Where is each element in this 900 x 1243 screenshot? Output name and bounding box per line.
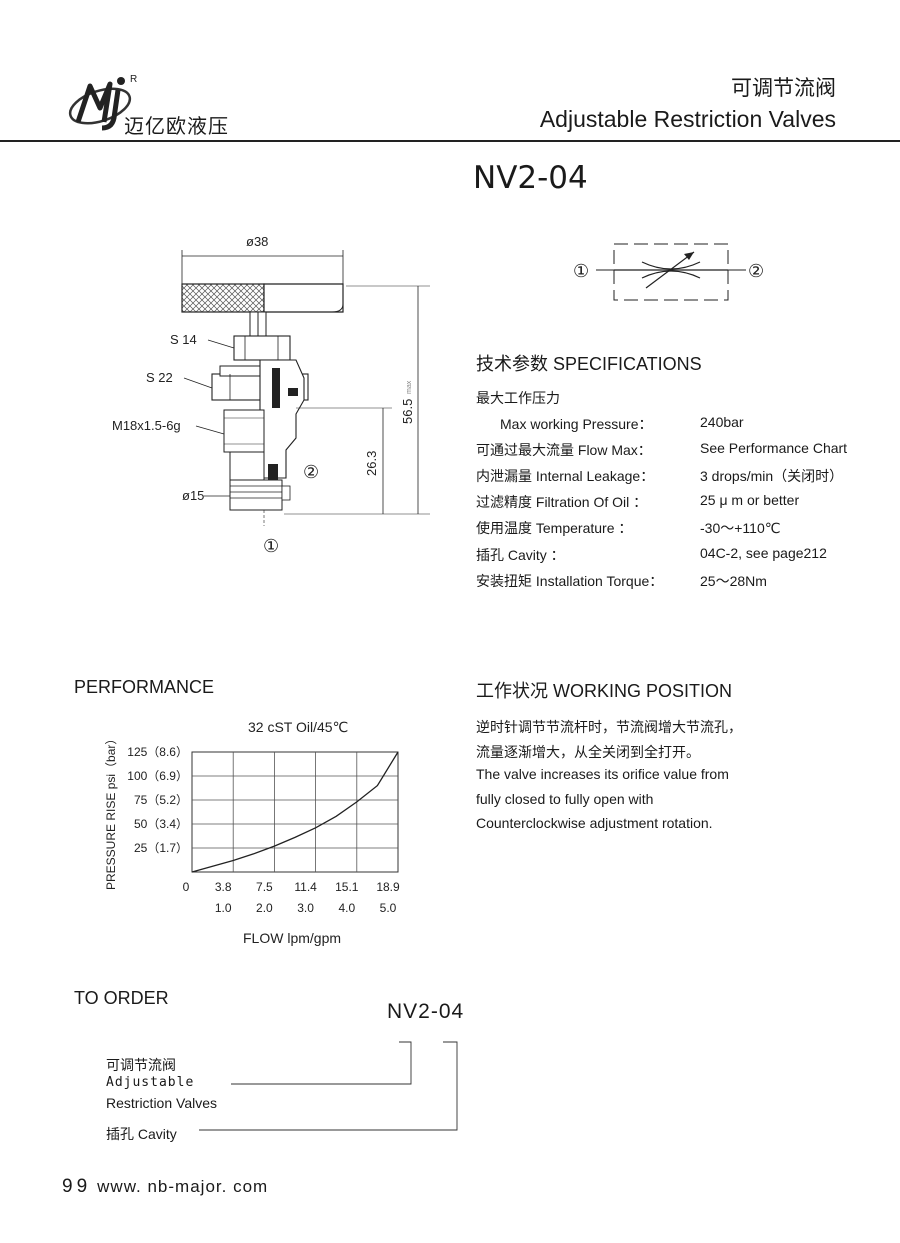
working-position-line: fully closed to fully open with (476, 791, 654, 807)
drawing-port-1: ① (263, 536, 279, 556)
chart-ylabel: PRESSURE RISE psi（bar） (104, 733, 118, 890)
working-position-line: 逆时针调节节流杆时，节流阀增大节流孔， (476, 719, 742, 735)
dim-height-cavity: 26.3 (364, 451, 379, 476)
symbol-port-1: ① (573, 261, 589, 281)
order-label-type-en2: Restriction Valves (106, 1095, 218, 1111)
order-title: TO ORDER (74, 988, 169, 1008)
chart-y-tick: 25（1.7） (134, 841, 188, 855)
order-leader-lines (199, 1041, 458, 1131)
working-position-line: 流量逐渐增大，从全关闭到全打开。 (476, 744, 700, 760)
header-divider (0, 140, 900, 142)
spec-label: 安装扭矩 Installation Torque： (476, 573, 664, 589)
page-footer: 99 www. nb-major. com (62, 1176, 268, 1198)
order-model-code: NV2-04 (387, 1000, 465, 1023)
working-position-title: 工作状况 WORKING POSITION (476, 681, 733, 701)
chart-x-tick-lpm: 18.9 (376, 880, 400, 894)
brand-logo: R (68, 74, 137, 131)
page-title-en: Adjustable Restriction Valves (539, 106, 836, 132)
working-position-line: The valve increases its orifice value fr… (476, 766, 729, 782)
page-number: 99 (62, 1176, 92, 1197)
spec-label: 使用温度 Temperature ： (476, 520, 633, 536)
dim-height-total: 56.5 (400, 399, 415, 424)
order-label-type-en1: Adjustable (106, 1075, 195, 1090)
spec-value: 3 drops/min（关闭时） (700, 468, 844, 484)
chart-xlabel: FLOW lpm/gpm (243, 930, 341, 946)
performance-title: PERFORMANCE (74, 677, 215, 697)
spec-value: 25 μ m or better (700, 492, 800, 508)
chart-x-tick-lpm: 7.5 (256, 880, 273, 894)
chart-y-tick: 50（3.4） (134, 817, 188, 831)
spec-value: 240bar (700, 414, 744, 430)
chart-title: 32 cST Oil/45℃ (248, 719, 348, 735)
chart-x-tick-gpm: 1.0 (215, 901, 232, 915)
chart-x-tick-lpm: 15.1 (335, 880, 359, 894)
order-label-cavity: 插孔 Cavity (106, 1126, 177, 1142)
specifications-title: 技术参数 SPECIFICATIONS (476, 354, 702, 374)
brand-name: 迈亿欧液压 (124, 114, 229, 138)
dim-diameter-38: ø38 (246, 234, 268, 249)
chart-x-tick-lpm: 3.8 (215, 880, 232, 894)
drawing-port-2: ② (303, 462, 319, 482)
chart-y-tick: 75（5.2） (134, 793, 188, 807)
registered-mark: R (130, 74, 137, 85)
chart-frame (191, 751, 399, 873)
valve-drawing: ø38 S 14 S 22 M18x1.5-6g ø15 56.5 max 26… (112, 234, 430, 556)
chart-x-tick-lpm: 11.4 (294, 880, 317, 894)
dim-thread: M18x1.5-6g (112, 418, 181, 433)
spec-label: 内泄漏量 Internal Leakage： (476, 468, 655, 484)
symbol-port-2: ② (748, 261, 764, 281)
chart-x-tick-gpm: 2.0 (256, 901, 273, 915)
spec-label: 过滤精度 Filtration Of Oil ： (476, 494, 648, 510)
spec-value: 25～28Nm (700, 573, 767, 589)
chart-y-tick: 125（8.6） (127, 745, 188, 759)
working-position-line: Counterclockwise adjustment rotation. (476, 815, 713, 831)
model-number: NV2-04 (473, 160, 588, 196)
spec-value: See Performance Chart (700, 440, 848, 456)
spec-group-label: 最大工作压力 (476, 390, 560, 406)
order-label-type-cn: 可调节流阀 (106, 1057, 176, 1073)
chart-x-tick-gpm: 5.0 (380, 901, 397, 915)
chart-x-tick-gpm: 4.0 (338, 901, 355, 915)
chart-x-origin-label: 0 (183, 880, 190, 894)
chart-y-tick: 100（6.9） (127, 769, 188, 783)
dim-s22: S 22 (146, 370, 173, 385)
hydraulic-symbol: ① ② (573, 243, 764, 301)
dim-diameter-15: ø15 (182, 488, 204, 503)
chart-series-line (191, 751, 399, 873)
spec-label: Max working Pressure： (500, 416, 653, 432)
spec-value: 04C-2, see page212 (700, 545, 827, 561)
website-url[interactable]: www. nb-major. com (97, 1177, 269, 1196)
page-title-cn: 可调节流阀 (731, 77, 836, 100)
spec-value: -30～+110℃ (700, 520, 781, 536)
spec-label: 可通过最大流量 Flow Max： (476, 442, 652, 458)
dim-s14: S 14 (170, 332, 197, 347)
chart-x-tick-gpm: 3.0 (297, 901, 314, 915)
spec-label: 插孔 Cavity ： (476, 547, 565, 563)
performance-chart: 32 cST Oil/45℃ PRESSURE RISE psi（bar） FL… (104, 719, 400, 946)
dim-height-max-note: max (406, 380, 413, 394)
